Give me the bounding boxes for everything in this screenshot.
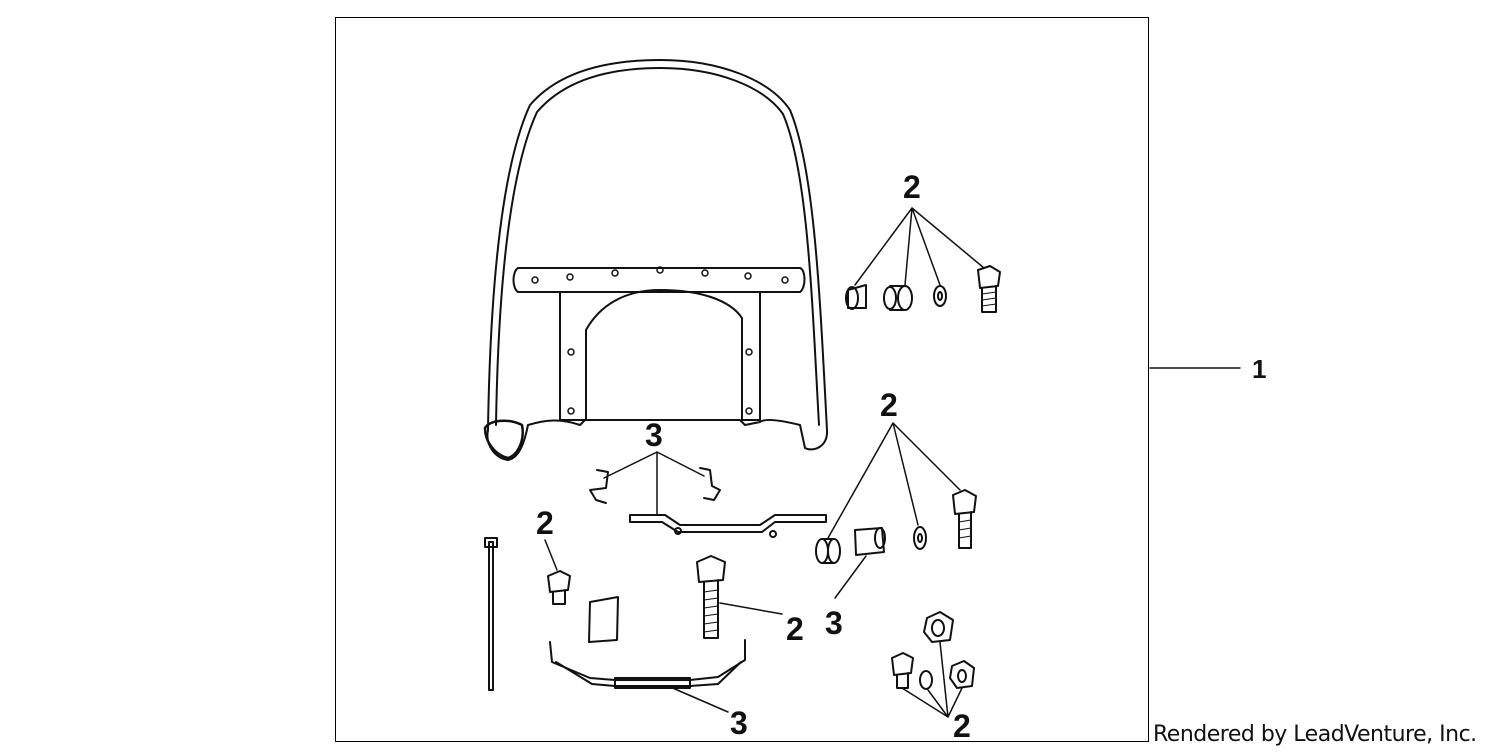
leader-line-lower-bar (667, 685, 729, 713)
leader-line-spacer (834, 555, 867, 599)
callout-nut-set: 2 (953, 708, 971, 744)
leader-lines-nut-set (901, 641, 963, 718)
callout-hardware-middle: 2 (880, 387, 898, 423)
leader-lines-clips (603, 451, 705, 516)
callout-small-bolt: 2 (536, 505, 554, 541)
callout-assembly: 1 (1252, 354, 1266, 384)
callout-hardware-top: 2 (903, 169, 921, 205)
small-bolt[interactable] (547, 570, 571, 605)
callout-long-bolt: 2 (786, 611, 804, 647)
callout-lower-bar: 3 (730, 705, 748, 741)
leader-lines-top (854, 207, 985, 286)
cable-tie[interactable] (484, 537, 498, 691)
windshield-part[interactable] (483, 59, 829, 461)
nut-set[interactable] (891, 611, 975, 690)
leader-line-long-bolt (719, 602, 783, 615)
render-credit: Rendered by LeadVenture, Inc. (1153, 722, 1477, 747)
hardware-group-top[interactable] (845, 265, 1001, 313)
leader-lines-middle (827, 422, 961, 539)
mounting-clips[interactable] (589, 467, 827, 538)
instruction-label[interactable] (588, 596, 619, 643)
leader-line-small-bolt (544, 539, 558, 571)
lower-bracket-bar[interactable] (549, 639, 746, 689)
callout-bracket-clips: 3 (645, 417, 663, 453)
long-bolt[interactable] (696, 555, 726, 639)
hardware-group-middle[interactable] (815, 489, 977, 564)
diagram-frame (335, 17, 1149, 742)
callout-spacer: 3 (825, 605, 843, 641)
